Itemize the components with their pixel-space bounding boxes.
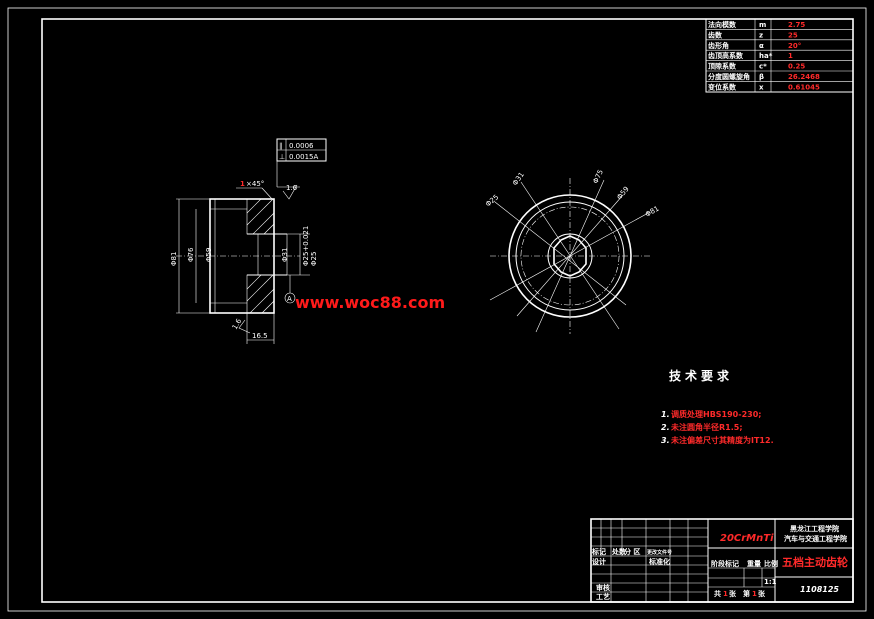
tb-sheets-total-value: 1: [723, 590, 728, 598]
gear-parameter-table: 法向模数 m 2.75 齿数 z 25 齿形角 α 20° 齿顶高系数 ha* 1 顶隙系数 c* 0.25…: [705, 18, 854, 93]
param-name: 法向模数: [708, 20, 737, 29]
param-symbol: x: [759, 83, 764, 91]
front-view-diameter-label: Φ31: [511, 171, 526, 187]
tb-stage-mark: 阶段标记: [711, 559, 739, 568]
watermark: www.woc88.com: [295, 293, 445, 312]
req-item-number: 3.: [661, 436, 670, 445]
tb-zone: 分 区: [624, 547, 640, 556]
tol-row1-value: 0.0006: [289, 142, 314, 150]
param-name: 分度圆螺旋角: [708, 72, 750, 81]
tb-std: 标准化: [648, 557, 670, 566]
tb-drawing-no: 1108125: [800, 585, 839, 594]
tb-mark: 标记: [591, 547, 606, 556]
tol-row2-symbol: ⊥: [279, 153, 285, 161]
front-view-diameter-label: Φ81: [644, 205, 660, 219]
req-item-text: 调质处理HBS190-230;: [671, 409, 761, 419]
dim-mid-diameter: Φ76: [187, 247, 195, 262]
tb-design: 设计: [592, 557, 606, 566]
title-block: 标记 处数 分 区 更改文件号 设计 标准化 审核 工艺 20CrMnTi 黑龙…: [590, 518, 854, 603]
tb-scale: 比例: [764, 559, 778, 568]
param-symbol: β: [759, 73, 764, 81]
param-value: 0.61045: [788, 83, 820, 91]
param-value: 25: [788, 31, 798, 39]
param-symbol: z: [759, 31, 763, 39]
dim-width: 16.5: [252, 332, 268, 340]
tb-part-name: 五档主动齿轮: [782, 555, 848, 569]
tb-sheet-label: 张: [758, 589, 766, 598]
req-item-text: 未注偏差尺寸其精度为IT12.: [670, 435, 774, 445]
tech-requirements: 技术要求 1.调质处理HBS190-230;2.未注圆角半径R1.5;3.未注偏…: [661, 368, 774, 445]
roughness-top: 1.6: [286, 184, 298, 192]
outer-border: [7, 7, 867, 612]
param-symbol: α: [759, 42, 764, 50]
tb-sheet-no-value: 1: [752, 590, 757, 598]
param-value: 20°: [788, 42, 801, 50]
param-value: 1: [788, 52, 793, 60]
req-item-number: 2.: [661, 423, 670, 432]
tb-school-1: 黑龙江工程学院: [790, 524, 839, 533]
param-name: 顶隙系数: [708, 62, 737, 71]
tol-row1-symbol: ∥: [279, 142, 283, 150]
req-item-number: 1.: [661, 410, 670, 419]
param-name: 齿顶高系数: [708, 51, 744, 60]
param-symbol: c*: [759, 63, 767, 71]
front-view-diameter-label: Φ25: [484, 193, 500, 208]
param-name: 齿数: [708, 30, 723, 39]
tb-sheets-label: 张: [729, 589, 737, 598]
req-item-text: 未注圆角半径R1.5;: [670, 422, 743, 432]
dim-inner-diameter: Φ59: [205, 248, 213, 262]
param-symbol: ha*: [759, 52, 773, 60]
param-name: 变位系数: [708, 82, 737, 91]
section-view: Φ81 Φ76 Φ59 Φ31 Φ25+0.021 Φ25 1 ×45° 1.6…: [170, 180, 318, 344]
tolerance-frame: ∥ 0.0006 ⊥ 0.0015A: [276, 138, 327, 188]
tech-req-title: 技术要求: [669, 368, 733, 383]
chamfer-label-red: 1: [240, 180, 245, 188]
param-value: 0.25: [788, 63, 805, 71]
tb-process: 工艺: [596, 592, 610, 601]
param-name: 齿形角: [708, 41, 729, 50]
dim-outer-diameter: Φ81: [170, 252, 178, 266]
tb-count: 处数: [611, 547, 627, 556]
tb-review: 审核: [596, 583, 610, 592]
inner-border: [41, 18, 854, 603]
chamfer-label: ×45°: [246, 180, 264, 188]
tol-row2-value: 0.0015A: [289, 153, 318, 161]
section-hatch-upper: [246, 198, 275, 235]
section-hatch-lower: [246, 274, 275, 314]
datum-label: A: [287, 295, 292, 303]
tb-change-doc: 更改文件号: [647, 549, 672, 556]
tb-sheet-no: 第: [743, 589, 750, 598]
tb-school-2: 汽车与交通工程学院: [784, 534, 847, 543]
dim-bore-fit-2: Φ25: [310, 252, 318, 266]
front-view-diameter-label: Φ59: [615, 185, 630, 201]
dim-bore-diameter: Φ31: [281, 248, 289, 262]
param-value: 26.2468: [788, 73, 820, 81]
tb-material: 20CrMnTi: [720, 533, 774, 544]
tb-weight: 重量: [747, 559, 761, 568]
param-symbol: m: [759, 21, 766, 29]
tb-scale-value: 1:1: [764, 578, 777, 586]
dim-bore-fit: Φ25+0.021: [302, 226, 310, 266]
tb-sheets-total: 共: [714, 589, 721, 598]
param-value: 2.75: [788, 21, 805, 29]
